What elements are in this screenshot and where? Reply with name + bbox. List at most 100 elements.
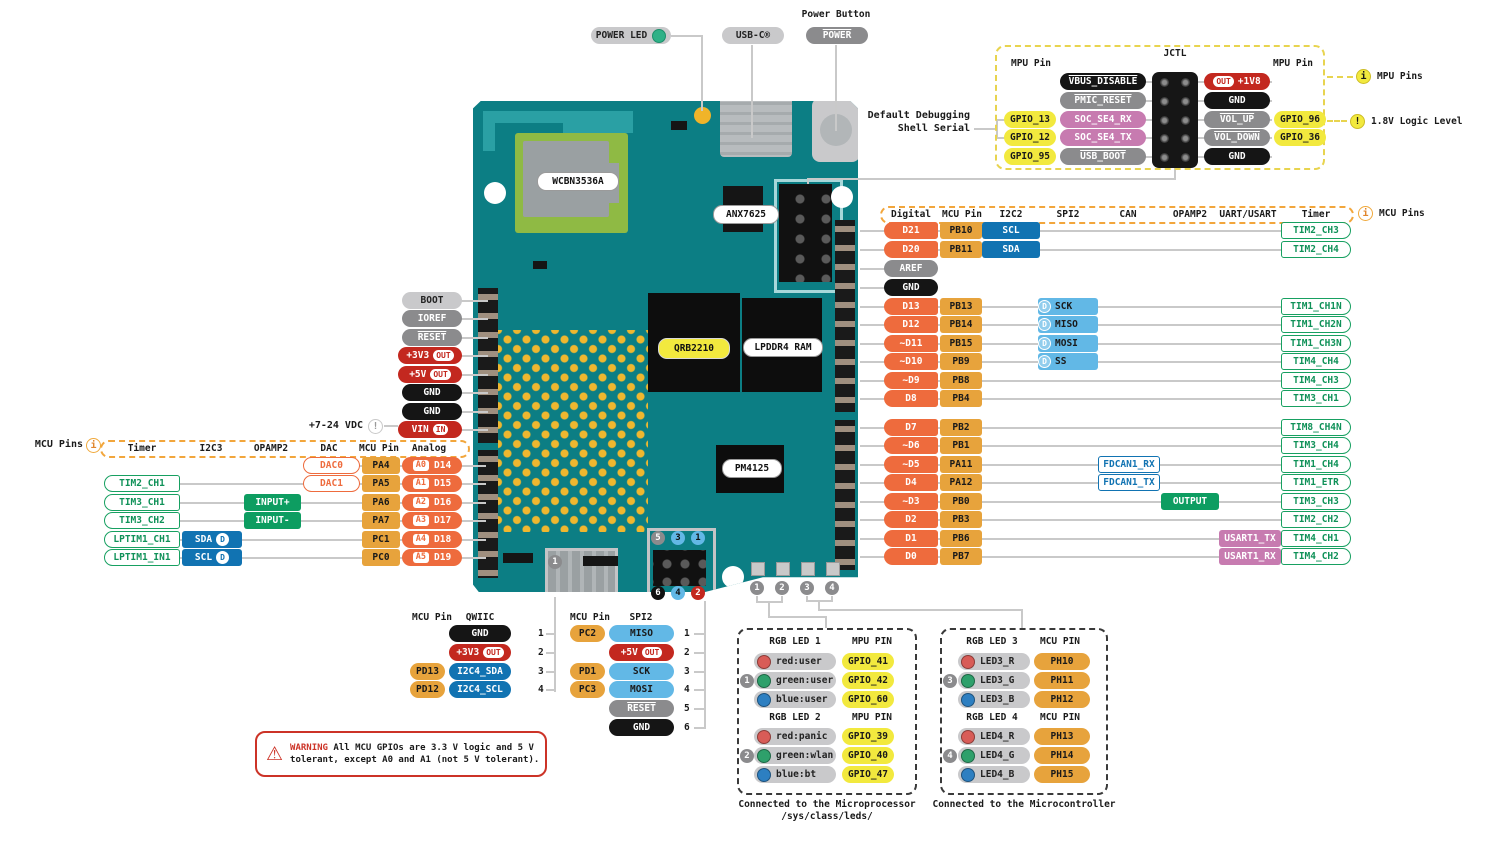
board-led	[751, 562, 765, 576]
header-strip-right-top	[835, 220, 855, 412]
spi2-signal: RESET	[609, 700, 674, 717]
timer-signal: LPTIM1_IN1	[104, 549, 180, 566]
number-badge: 1	[750, 581, 764, 595]
led-group-title: RGB LED 3	[966, 636, 1018, 647]
gnd-pin-label: GND	[902, 282, 920, 293]
digital-pin: ~D3	[884, 493, 938, 510]
mcu-pin-label: PB1	[952, 440, 970, 451]
header-pin-hole	[1160, 153, 1169, 162]
uart-signal-label: USART1_RX	[1224, 551, 1276, 562]
warning-text: WARNING All MCU GPIOs are 3.3 V logic an…	[290, 742, 540, 767]
connector-wire	[831, 596, 833, 601]
digital-pin: D12	[884, 316, 938, 333]
wifi-module-label: WCBN3536A	[537, 172, 619, 191]
led-group-title: RGB LED 4	[966, 712, 1018, 723]
led-signal-label: LED4_R	[980, 731, 1015, 742]
led-pin-label: PH12	[1050, 694, 1074, 705]
digital-pin-label: D1	[905, 533, 917, 544]
led-pin-label: PH10	[1050, 656, 1074, 667]
default-badge-icon: D	[1038, 355, 1051, 368]
legend-mcu-pins-left: MCU Pins	[34, 439, 83, 450]
info-icon: i	[86, 438, 101, 453]
spi2-signal-label: SCK	[1055, 301, 1073, 312]
led-signal: LED4_B	[958, 766, 1030, 783]
io-direction-badge: OUT	[483, 647, 504, 658]
timer-signal: TIM3_CH1	[1281, 390, 1351, 407]
number-badge: 3	[800, 581, 814, 595]
spi2-signal: MOSI	[609, 681, 674, 698]
alert-icon: !	[1350, 114, 1365, 129]
digital-pin: D21	[884, 222, 938, 239]
digital-pin-label: D13	[902, 301, 920, 312]
digital-pin-label: D8	[905, 393, 917, 404]
mcu-pin: PC2	[570, 625, 605, 642]
mounting-hole	[831, 186, 853, 208]
timer-signal-label: TIM4_CH2	[1293, 551, 1339, 562]
connector-wire	[671, 35, 702, 37]
timer-signal-label: TIM4_CH3	[1293, 375, 1339, 386]
timer-signal: LPTIM1_CH1	[104, 531, 180, 548]
jctl-title: JCTL	[1163, 48, 1187, 59]
digital-pin-label: D21	[902, 225, 920, 236]
connector-wire	[835, 45, 837, 131]
power-button-pill-label: POWER	[822, 30, 852, 41]
digital-pin-label: D7	[905, 422, 917, 433]
connector-wire	[860, 538, 1287, 540]
warning-body: All MCU GPIOs are 3.3 V logic and 5 V to…	[290, 742, 540, 766]
mpu-gpio-pin: GPIO_95	[1004, 148, 1056, 165]
led-pin-label: PH13	[1050, 731, 1074, 742]
reset-pin-label: RESET	[417, 332, 447, 343]
connector-wire	[768, 601, 770, 618]
header-pin-hole	[1160, 97, 1169, 106]
mcu-pin-label: PA7	[372, 515, 390, 526]
led-pin-label: GPIO_39	[847, 731, 889, 742]
mcu-pin-label: PB14	[949, 319, 973, 330]
timer-signal: TIM3_CH3	[1281, 493, 1351, 510]
default-badge-icon: D	[1038, 337, 1051, 350]
led-signal-label: blue:user	[776, 694, 828, 705]
connector-wire	[694, 708, 704, 710]
mcu-pin-label: PB10	[949, 225, 973, 236]
spi2-col-spi2: SPI2	[629, 612, 653, 623]
left-header-analog: Analog	[411, 443, 447, 454]
number-badge: 2	[740, 749, 754, 763]
led-pin: PH12	[1034, 691, 1090, 708]
pin-number: 5	[684, 703, 690, 714]
jctl-signal-label: SOC_SE4_TX	[1074, 132, 1132, 143]
digital-pin-label: ~D9	[902, 375, 920, 386]
connector-wire	[751, 45, 753, 138]
connector-wire	[546, 689, 555, 691]
mcu-pin-label: PB2	[952, 422, 970, 433]
mcu-pin: PB11	[940, 241, 982, 258]
led-green-icon	[961, 748, 975, 763]
connector-wire	[860, 230, 1287, 232]
mcu-pin-label: PC1	[372, 534, 390, 545]
number-badge: 1	[740, 674, 754, 688]
spi2-signal-label: MOSI	[630, 684, 653, 695]
led-signal: LED3_R	[958, 653, 1030, 670]
led-signal: LED4_R	[958, 728, 1030, 745]
mcu-pin: PD13	[410, 663, 445, 680]
led-pin: PH10	[1034, 653, 1090, 670]
i2c3-signal-label: SCL	[194, 552, 213, 563]
led-red-icon	[757, 654, 771, 669]
connector-wire	[460, 355, 488, 357]
connector-wire	[554, 597, 556, 692]
jctl-signal-label: PMIC_RESET	[1074, 95, 1132, 106]
connector-wire	[694, 727, 704, 729]
digital-pin-label: ~D5	[902, 459, 920, 470]
led-signal-label: LED3_B	[980, 694, 1015, 705]
mcu-pin-label: PB3	[952, 514, 970, 525]
connector-wire	[860, 427, 1287, 429]
jctl-signal: VOL_DOWN	[1204, 129, 1270, 146]
wifi-module-text: WCBN3536A	[552, 176, 604, 187]
led-green-icon	[757, 673, 771, 688]
mcu-pin-label: PB13	[949, 301, 973, 312]
left-header-dac: DAC	[320, 443, 338, 454]
led-signal-label: green:wlan	[776, 750, 834, 761]
jctl-right-header: MPU Pin	[1272, 58, 1314, 69]
